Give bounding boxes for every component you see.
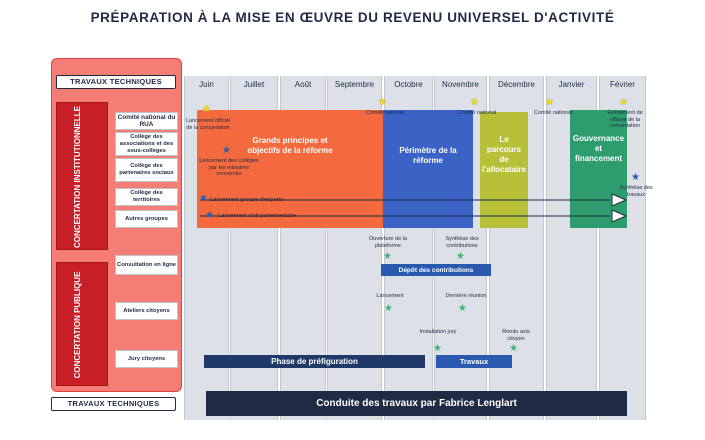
star-icon: ★ — [458, 303, 467, 314]
bar-travaux: Travaux — [436, 355, 512, 368]
month-header: Juin — [199, 80, 214, 89]
month-header: Juillet — [243, 80, 265, 89]
category-consultation-en-ligne: Consultation en ligne — [115, 255, 178, 275]
phase-grands-principes: Grands principes et objectifs de la réfo… — [197, 110, 383, 228]
phase-gouvernance: Gouvernance et financement — [570, 110, 627, 228]
event-club-parlementaire: Lancement club parlementaire — [218, 213, 296, 219]
event-comite-novembre: Comité national — [457, 110, 497, 116]
star-icon: ★ — [199, 193, 208, 204]
arrow-club-parlementaire-head — [611, 209, 628, 223]
star-icon: ★ — [470, 97, 479, 108]
event-synthese-travaux: Synthèse des travaux — [619, 185, 653, 198]
phase-perimetre-label: Périmètre de la réforme — [399, 146, 457, 165]
bar-conduite-travaux: Conduite des travaux par Fabrice Lenglar… — [206, 391, 627, 416]
month-header: Janvier — [558, 80, 585, 89]
category-jury-citoyens: Jury citoyens — [115, 350, 178, 368]
star-icon: ★ — [222, 145, 231, 156]
category-ateliers-citoyens: Ateliers citoyens — [115, 302, 178, 320]
concertation-institutionnelle-block: CONCERTATION INSTITUTIONNELLE — [56, 102, 108, 250]
star-icon: ★ — [383, 251, 392, 262]
star-icon: ★ — [619, 97, 628, 108]
star-icon: ★ — [202, 104, 211, 115]
star-icon: ★ — [631, 172, 640, 183]
category-college-partenaires: Collège des partenaires sociaux — [115, 158, 178, 182]
phase-gouvernance-label: Gouvernance et financement — [572, 134, 625, 163]
event-synthese-contributions: Synthèse des contributions — [445, 236, 479, 249]
star-icon: ★ — [384, 303, 393, 314]
star-icon: ★ — [509, 343, 518, 354]
concertation-publique-block: CONCERTATION PUBLIQUE — [56, 262, 108, 386]
event-lancement-ateliers: Lancement — [376, 293, 404, 299]
page-title: PRÉPARATION À LA MISE EN ŒUVRE DU REVENU… — [90, 10, 615, 25]
month-header: Novembre — [442, 80, 479, 89]
month-header: Septembre — [334, 80, 375, 89]
bar-phase-prefiguration: Phase de préfiguration — [204, 355, 425, 368]
event-lancement-officiel: Lancement officiel de la concertation — [185, 118, 231, 131]
category-college-associations: Collège des associations et des sous-col… — [115, 132, 178, 156]
month-header: Février — [610, 80, 635, 89]
event-installation-jury: Installation jury — [419, 329, 457, 335]
star-icon: ★ — [205, 210, 214, 221]
event-derniere-reunion: Dernière réunion — [445, 293, 487, 299]
category-autres-groupes: Autres groupes — [115, 210, 178, 228]
category-comite-national: Comité national du RUA — [115, 112, 178, 130]
phase-grands-principes-label: Grands principes et objectifs de la réfo… — [247, 136, 333, 155]
star-icon: ★ — [545, 97, 554, 108]
phase-parcours-label: Le parcours de l'allocataire — [482, 135, 526, 174]
event-groupe-experts: Lancement groupe d'experts — [210, 197, 284, 203]
arrow-groupe-experts-head — [611, 193, 628, 207]
event-ouverture-plateforme: Ouverture de la plateforme — [369, 236, 407, 249]
star-icon: ★ — [456, 251, 465, 262]
star-icon: ★ — [433, 343, 442, 354]
event-comite-janvier: Comité national — [533, 110, 573, 116]
star-icon: ★ — [378, 97, 387, 108]
travaux-techniques-top-label: TRAVAUX TECHNIQUES — [56, 75, 176, 89]
event-comite-septembre: Comité national — [365, 110, 405, 116]
event-evenement-cloture: Évènement de clôture de la concertation — [607, 110, 643, 129]
category-college-territoires: Collège des territoires — [115, 188, 178, 206]
event-rendu-avis: Rendu avis citoyen — [502, 329, 530, 342]
phase-perimetre: Périmètre de la réforme — [383, 110, 473, 228]
month-header: Octobre — [394, 80, 423, 89]
bar-depot-contributions: Dépôt des contributions — [381, 264, 491, 276]
month-header: Août — [294, 80, 312, 89]
travaux-techniques-bottom-label: TRAVAUX TECHNIQUES — [51, 397, 176, 411]
month-header: Décembre — [498, 80, 535, 89]
event-lancement-colleges: Lancement des collèges par les ministres… — [199, 158, 259, 177]
phase-parcours: Le parcours de l'allocataire — [480, 112, 528, 228]
